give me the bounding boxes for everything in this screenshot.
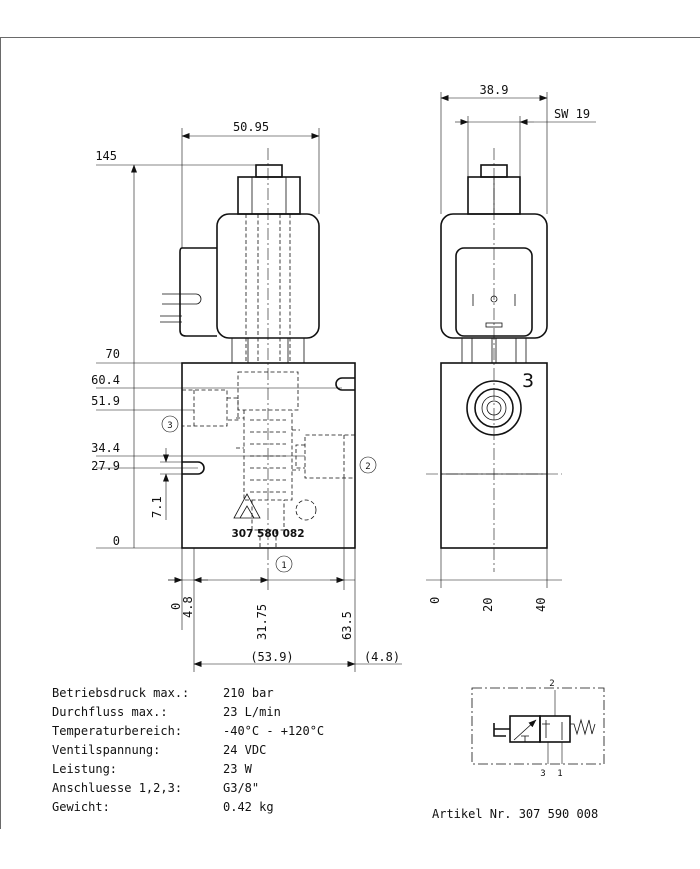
- mounting-slot-right: [335, 377, 355, 391]
- dim-145: 145: [95, 149, 117, 163]
- spec-label: Temperaturbereich:: [52, 724, 182, 738]
- connector-housing: [179, 247, 217, 337]
- spec-label: Gewicht:: [52, 800, 110, 814]
- dim-53-9: (53.9): [250, 650, 293, 664]
- svg-text:3: 3: [167, 421, 172, 431]
- dim-x-31-75: 31.75: [255, 604, 269, 640]
- svg-text:2: 2: [365, 462, 370, 472]
- spec-value: 23 L/min: [223, 705, 281, 719]
- spec-label: Ventilspannung:: [52, 743, 160, 757]
- valve-body: [181, 362, 356, 549]
- hydraulic-symbol: 2 3 1: [471, 679, 605, 779]
- dim-50-95: 50.95: [233, 120, 269, 134]
- port-2-bore: [304, 434, 355, 479]
- spec-label: Leistung:: [52, 762, 117, 776]
- symbol-port-2: 2: [549, 679, 554, 689]
- dim-34-4: 34.4: [91, 441, 120, 455]
- dim-70: 70: [106, 347, 120, 361]
- side-port-3-label: 3: [522, 370, 534, 392]
- dim-heights: 145 70 60.4 51.9 34.4 27.9 0 7.1: [91, 149, 342, 549]
- dim-51-9: 51.9: [91, 394, 120, 408]
- symbol-port-1: 1: [557, 769, 562, 779]
- spec-label: Anschluesse 1,2,3:: [52, 781, 182, 795]
- port-3-bore: [182, 389, 228, 427]
- article-number: Artikel Nr. 307 590 008: [432, 807, 598, 821]
- dim-x-4-8: 4.8: [181, 596, 195, 618]
- nut-cap: [255, 164, 283, 178]
- dim-27-9: 27.9: [91, 459, 120, 473]
- svg-text:1: 1: [281, 561, 286, 571]
- spec-value: 210 bar: [223, 686, 274, 700]
- dim-0-vertical: 0: [113, 534, 120, 548]
- spec-label: Betriebsdruck max.:: [52, 686, 189, 700]
- port-3-callout: [161, 415, 179, 433]
- dim-60-4: 60.4: [91, 373, 120, 387]
- spec-value: 23 W: [223, 762, 253, 776]
- valve-cavity: [237, 371, 299, 411]
- dim-side-40: 40: [534, 598, 548, 612]
- spec-value: 0.42 kg: [223, 800, 274, 814]
- dim-x-63-5: 63.5: [340, 611, 354, 640]
- frame-border-left: [0, 37, 1, 829]
- spec-value: G3/8": [223, 781, 259, 795]
- port-callouts: 3 2 1: [161, 415, 377, 573]
- spec-value: -40°C - +120°C: [223, 724, 324, 738]
- dim-38-9: 38.9: [480, 83, 509, 97]
- dim-4-8-bottom: (4.8): [364, 650, 400, 664]
- dim-front-x: 0 4.8 31.75 63.5 (53.9) (4.8): [168, 478, 402, 672]
- dim-7-1: 7.1: [150, 496, 164, 518]
- dim-side-top: 38.9 SW 19: [440, 83, 596, 214]
- hex-nut: [237, 176, 301, 215]
- spec-table: Betriebsdruck max.: 210 bar Durchfluss m…: [52, 686, 324, 814]
- dim-side-0: 0: [428, 597, 442, 604]
- side-view: 3: [426, 148, 562, 572]
- symbol-frame: [471, 687, 605, 765]
- dim-sw-19: SW 19: [554, 107, 590, 121]
- spec-label: Durchfluss max.:: [52, 705, 168, 719]
- spec-value: 24 VDC: [223, 743, 266, 757]
- port-1-callout: [275, 555, 293, 573]
- frame-border-top: [0, 37, 700, 38]
- armature-tube: [245, 214, 291, 362]
- dim-front-width: 50.95: [181, 120, 320, 248]
- mounting-slot-left: [182, 461, 205, 475]
- dim-side-bottom: 0 20 40: [426, 548, 562, 612]
- front-view: 307 580 082: [160, 148, 356, 572]
- port-2-callout: [359, 456, 377, 474]
- connector-pin: [162, 293, 202, 305]
- manufacturer-logo: [233, 493, 261, 519]
- dim-x-0: 0: [169, 603, 183, 610]
- dim-side-20: 20: [481, 598, 495, 612]
- symbol-port-3: 3: [540, 769, 545, 779]
